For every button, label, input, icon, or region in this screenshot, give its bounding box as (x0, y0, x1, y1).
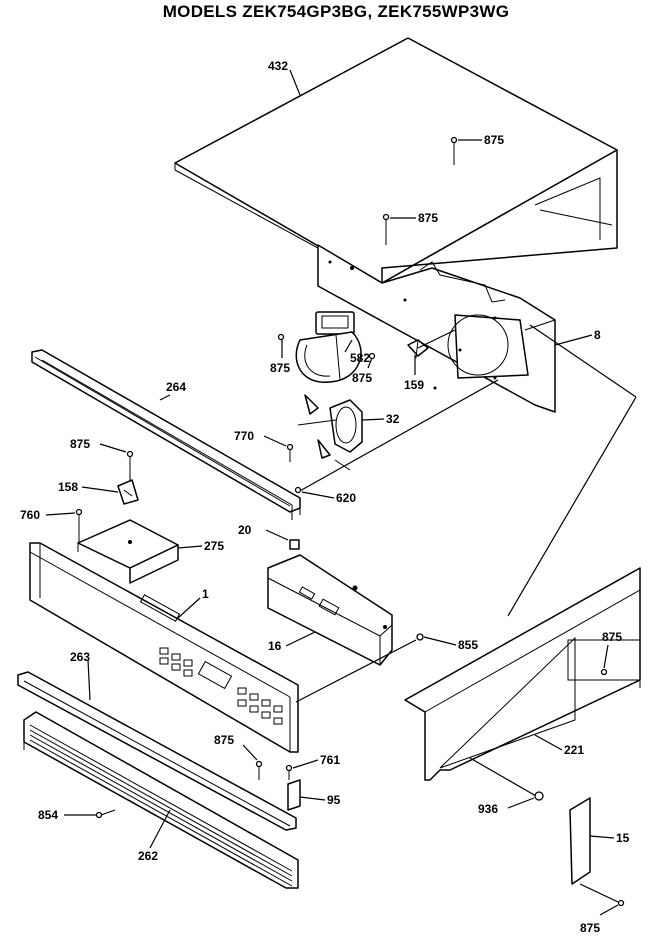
callout-16: 16 (268, 639, 282, 653)
screw-760 (75, 508, 83, 516)
part-16-control-board (267, 554, 393, 666)
screw-875h (617, 899, 625, 907)
callout-20: 20 (238, 523, 252, 537)
grille-slots (29, 724, 293, 887)
screw-854 (95, 811, 103, 819)
diagram-title: MODELS ZEK754GP3BG, ZEK755WP3WG (162, 2, 510, 21)
callout-1: 1 (202, 587, 209, 601)
callout-875c: 875 (270, 361, 290, 375)
screw-875b (382, 213, 390, 221)
callout-855: 855 (458, 638, 478, 652)
callout-875a: 875 (484, 133, 504, 147)
part-15-strip (569, 797, 591, 885)
callout-labels: 432 875 875 8 875 582 875 159 264 32 770… (20, 59, 630, 935)
callout-432: 432 (268, 59, 288, 73)
part-275-plate (77, 519, 179, 584)
callout-760: 760 (20, 508, 40, 522)
part-262-vent-grille (23, 711, 299, 889)
callout-854: 854 (38, 808, 58, 822)
callout-262: 262 (138, 849, 158, 863)
screw-770 (286, 443, 294, 451)
screw-875a (450, 136, 458, 144)
callout-761: 761 (320, 753, 340, 767)
callout-875f: 875 (602, 630, 622, 644)
callout-875b: 875 (418, 211, 438, 225)
callout-32: 32 (386, 412, 400, 426)
callout-159: 159 (404, 378, 424, 392)
leader-connection-lines (295, 324, 637, 903)
callout-8: 8 (594, 328, 601, 342)
part-264-channel (31, 349, 301, 520)
label-leaders (45, 69, 619, 916)
callout-95: 95 (327, 793, 341, 807)
callout-875g: 875 (214, 733, 234, 747)
callout-264: 264 (166, 380, 186, 394)
screw-855 (416, 633, 424, 641)
part-1-control-panel (29, 542, 299, 753)
part-8-back-panel (317, 244, 556, 413)
part-432-top-cover (174, 37, 618, 284)
callout-15: 15 (616, 831, 630, 845)
part-263-trim (17, 671, 297, 831)
callout-158: 158 (58, 480, 78, 494)
part-221-side-bracket (404, 567, 641, 781)
callout-875e: 875 (70, 437, 90, 451)
part-158-clip (117, 479, 139, 505)
screw-875f-right (600, 668, 608, 676)
keypad-buttons (159, 647, 283, 725)
callout-770: 770 (234, 429, 254, 443)
screw-620 (294, 486, 302, 494)
screws (75, 136, 625, 907)
callout-620: 620 (336, 491, 356, 505)
part-32-fan-motor (297, 394, 363, 471)
callout-275: 275 (204, 539, 224, 553)
callout-263: 263 (70, 650, 90, 664)
screw-875c (277, 333, 285, 341)
part-20-block (289, 539, 300, 550)
screw-875g (255, 760, 263, 768)
part-582-blower-housing (295, 311, 362, 383)
callout-875h: 875 (580, 921, 600, 935)
callout-936: 936 (478, 802, 498, 816)
part-95-bracket (287, 779, 301, 811)
screw-875e (126, 450, 134, 458)
screw-936 (534, 791, 544, 801)
screw-761 (285, 764, 293, 772)
screw-875d (368, 352, 376, 360)
callout-875d: 875 (352, 371, 372, 385)
callout-582: 582 (350, 351, 370, 365)
callout-221: 221 (564, 743, 584, 757)
